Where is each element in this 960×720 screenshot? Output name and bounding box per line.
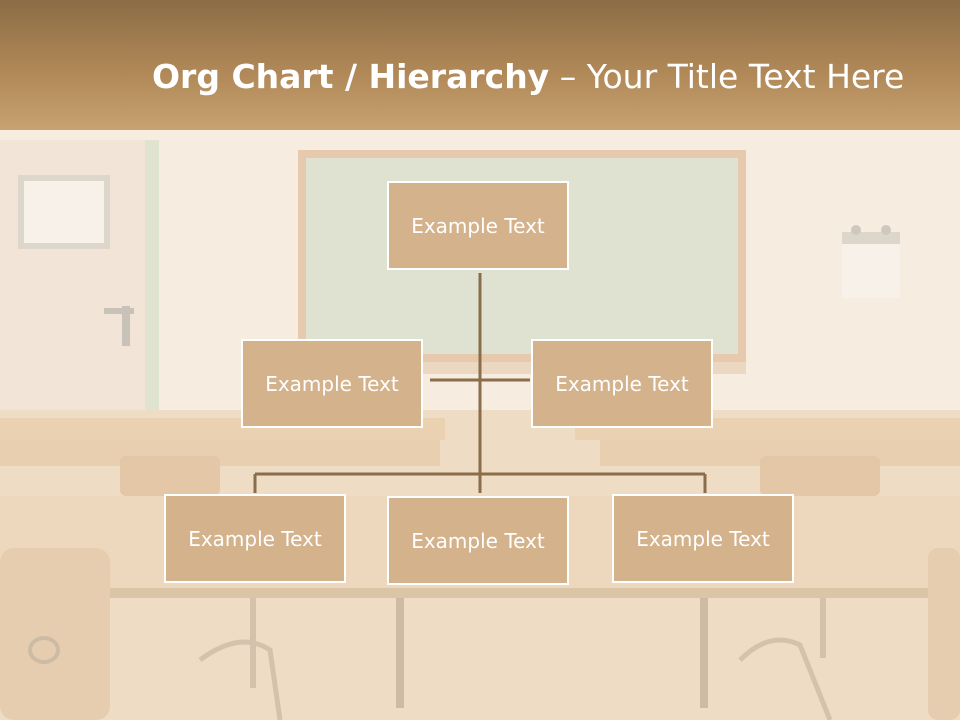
org-node-root[interactable]: Example Text	[387, 181, 569, 270]
title-band	[0, 0, 960, 130]
org-node-level3-center[interactable]: Example Text	[387, 496, 569, 585]
org-node-level3-left[interactable]: Example Text	[164, 494, 346, 583]
title-bold: Org Chart / Hierarchy	[152, 57, 550, 96]
org-node-level2-left[interactable]: Example Text	[241, 339, 423, 428]
slide-title: Org Chart / Hierarchy – Your Title Text …	[152, 52, 904, 102]
org-node-level2-right[interactable]: Example Text	[531, 339, 713, 428]
title-rest: Your Title Text Here	[586, 57, 905, 96]
org-node-level3-right[interactable]: Example Text	[612, 494, 794, 583]
title-dash: –	[549, 57, 587, 96]
